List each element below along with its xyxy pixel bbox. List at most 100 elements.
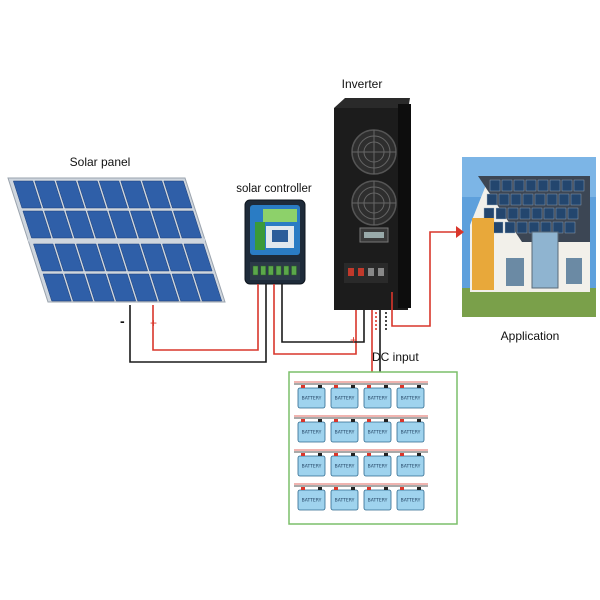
solar-cell — [128, 273, 158, 302]
roof-solar-cell — [540, 221, 552, 234]
solar-cell — [77, 180, 107, 209]
solar-cell — [108, 210, 138, 239]
roof-solar-cell — [519, 207, 531, 220]
battery-label: BATTERY — [368, 464, 388, 470]
inverter — [334, 98, 411, 310]
solar-controller — [244, 199, 306, 285]
battery: BATTERY — [363, 453, 392, 477]
solar-cell — [140, 243, 170, 272]
battery: BATTERY — [297, 487, 326, 511]
solar-cell — [171, 273, 201, 302]
solar-cell — [130, 210, 159, 239]
solar-cell — [55, 180, 85, 209]
battery: BATTERY — [330, 385, 359, 409]
battery-label: BATTERY — [368, 498, 388, 504]
panel-plus-sign: + — [150, 316, 157, 330]
solar-cell — [34, 180, 64, 209]
roof-solar-cell — [561, 179, 573, 192]
battery-label: BATTERY — [335, 464, 355, 470]
battery-label: BATTERY — [401, 396, 421, 402]
battery-label: BATTERY — [401, 430, 421, 436]
roof-solar-cell — [492, 221, 504, 234]
roof-solar-cell — [510, 193, 522, 206]
solar-cell — [163, 180, 193, 209]
battery: BATTERY — [396, 419, 425, 443]
battery-label: BATTERY — [302, 464, 322, 470]
roof-solar-cell — [543, 207, 555, 220]
roof-solar-cell — [513, 179, 525, 192]
solar-cell — [65, 210, 95, 239]
roof-solar-cell — [564, 221, 576, 234]
battery: BATTERY — [297, 453, 326, 477]
fan-icon — [351, 129, 397, 175]
solar-cell — [162, 243, 191, 272]
solar-cell — [44, 210, 73, 239]
solar-cell — [183, 243, 213, 272]
wire-controller-inverter-negative — [281, 284, 365, 343]
battery: BATTERY — [297, 385, 326, 409]
solar-cell — [85, 273, 115, 302]
inverter-plus-sign: + — [350, 333, 357, 347]
roof-solar-cell — [534, 193, 546, 206]
solar-cell — [12, 180, 42, 209]
roof-solar-cell — [516, 221, 528, 234]
roof-solar-cell — [567, 207, 579, 220]
inverter-label: Inverter — [342, 77, 383, 91]
battery-bank: BATTERY BATTERY BATTERY BATTERY BATTERY BATTE… — [294, 381, 428, 511]
solar-cell — [151, 210, 181, 239]
roof-solar-cell — [531, 207, 543, 220]
wire-inverter-output — [391, 231, 456, 327]
dc-input-label: DC input — [372, 350, 419, 364]
battery: BATTERY — [330, 453, 359, 477]
battery-label: BATTERY — [302, 498, 322, 504]
roof-solar-cell — [558, 193, 570, 206]
solar-cell — [22, 210, 52, 239]
solar-cell — [150, 273, 180, 302]
terminal — [275, 265, 282, 276]
roof-solar-cell — [555, 207, 567, 220]
solar-cell — [33, 243, 62, 272]
battery: BATTERY — [330, 487, 359, 511]
battery: BATTERY — [363, 385, 392, 409]
wire-controller-inverter-positive — [273, 284, 357, 355]
roof-solar-cell — [528, 221, 540, 234]
terminal — [260, 265, 266, 276]
roof-solar-cell — [522, 193, 534, 206]
battery: BATTERY — [396, 385, 425, 409]
roof-solar-cell — [570, 193, 582, 206]
roof-solar-cell — [504, 221, 516, 234]
roof-solar-cell — [486, 193, 498, 206]
roof-solar-cell — [495, 207, 507, 220]
roof-solar-cell — [501, 179, 513, 192]
roof-solar-cell — [552, 221, 564, 234]
terminal — [283, 265, 290, 276]
battery-label: BATTERY — [335, 498, 355, 504]
battery: BATTERY — [396, 453, 425, 477]
controller-terminals — [252, 265, 297, 276]
solar-cell — [193, 273, 223, 302]
solar-cell — [76, 243, 105, 272]
battery-label: BATTERY — [401, 464, 421, 470]
house-solar-cells — [480, 179, 585, 234]
battery-label: BATTERY — [335, 430, 355, 436]
solar-cell — [141, 180, 171, 209]
solar-cell — [119, 243, 148, 272]
battery: BATTERY — [297, 419, 326, 443]
solar-cell — [54, 243, 84, 272]
battery: BATTERY — [363, 487, 392, 511]
battery-label: BATTERY — [368, 396, 388, 402]
solar-panel — [7, 177, 226, 303]
battery-label: BATTERY — [302, 430, 322, 436]
solar-controller-label: solar controller — [236, 183, 312, 195]
wire-panel-negative — [129, 284, 267, 363]
battery-label: BATTERY — [368, 430, 388, 436]
solar-cell — [107, 273, 137, 302]
solar-panel-cells — [12, 180, 223, 302]
solar-cell — [42, 273, 72, 302]
solar-cell — [98, 180, 128, 209]
fan-icon — [351, 180, 397, 226]
house-with-solar-roof-icon — [462, 157, 596, 317]
battery-label: BATTERY — [302, 396, 322, 402]
solar-cell — [87, 210, 116, 239]
roof-solar-cell — [483, 207, 495, 220]
